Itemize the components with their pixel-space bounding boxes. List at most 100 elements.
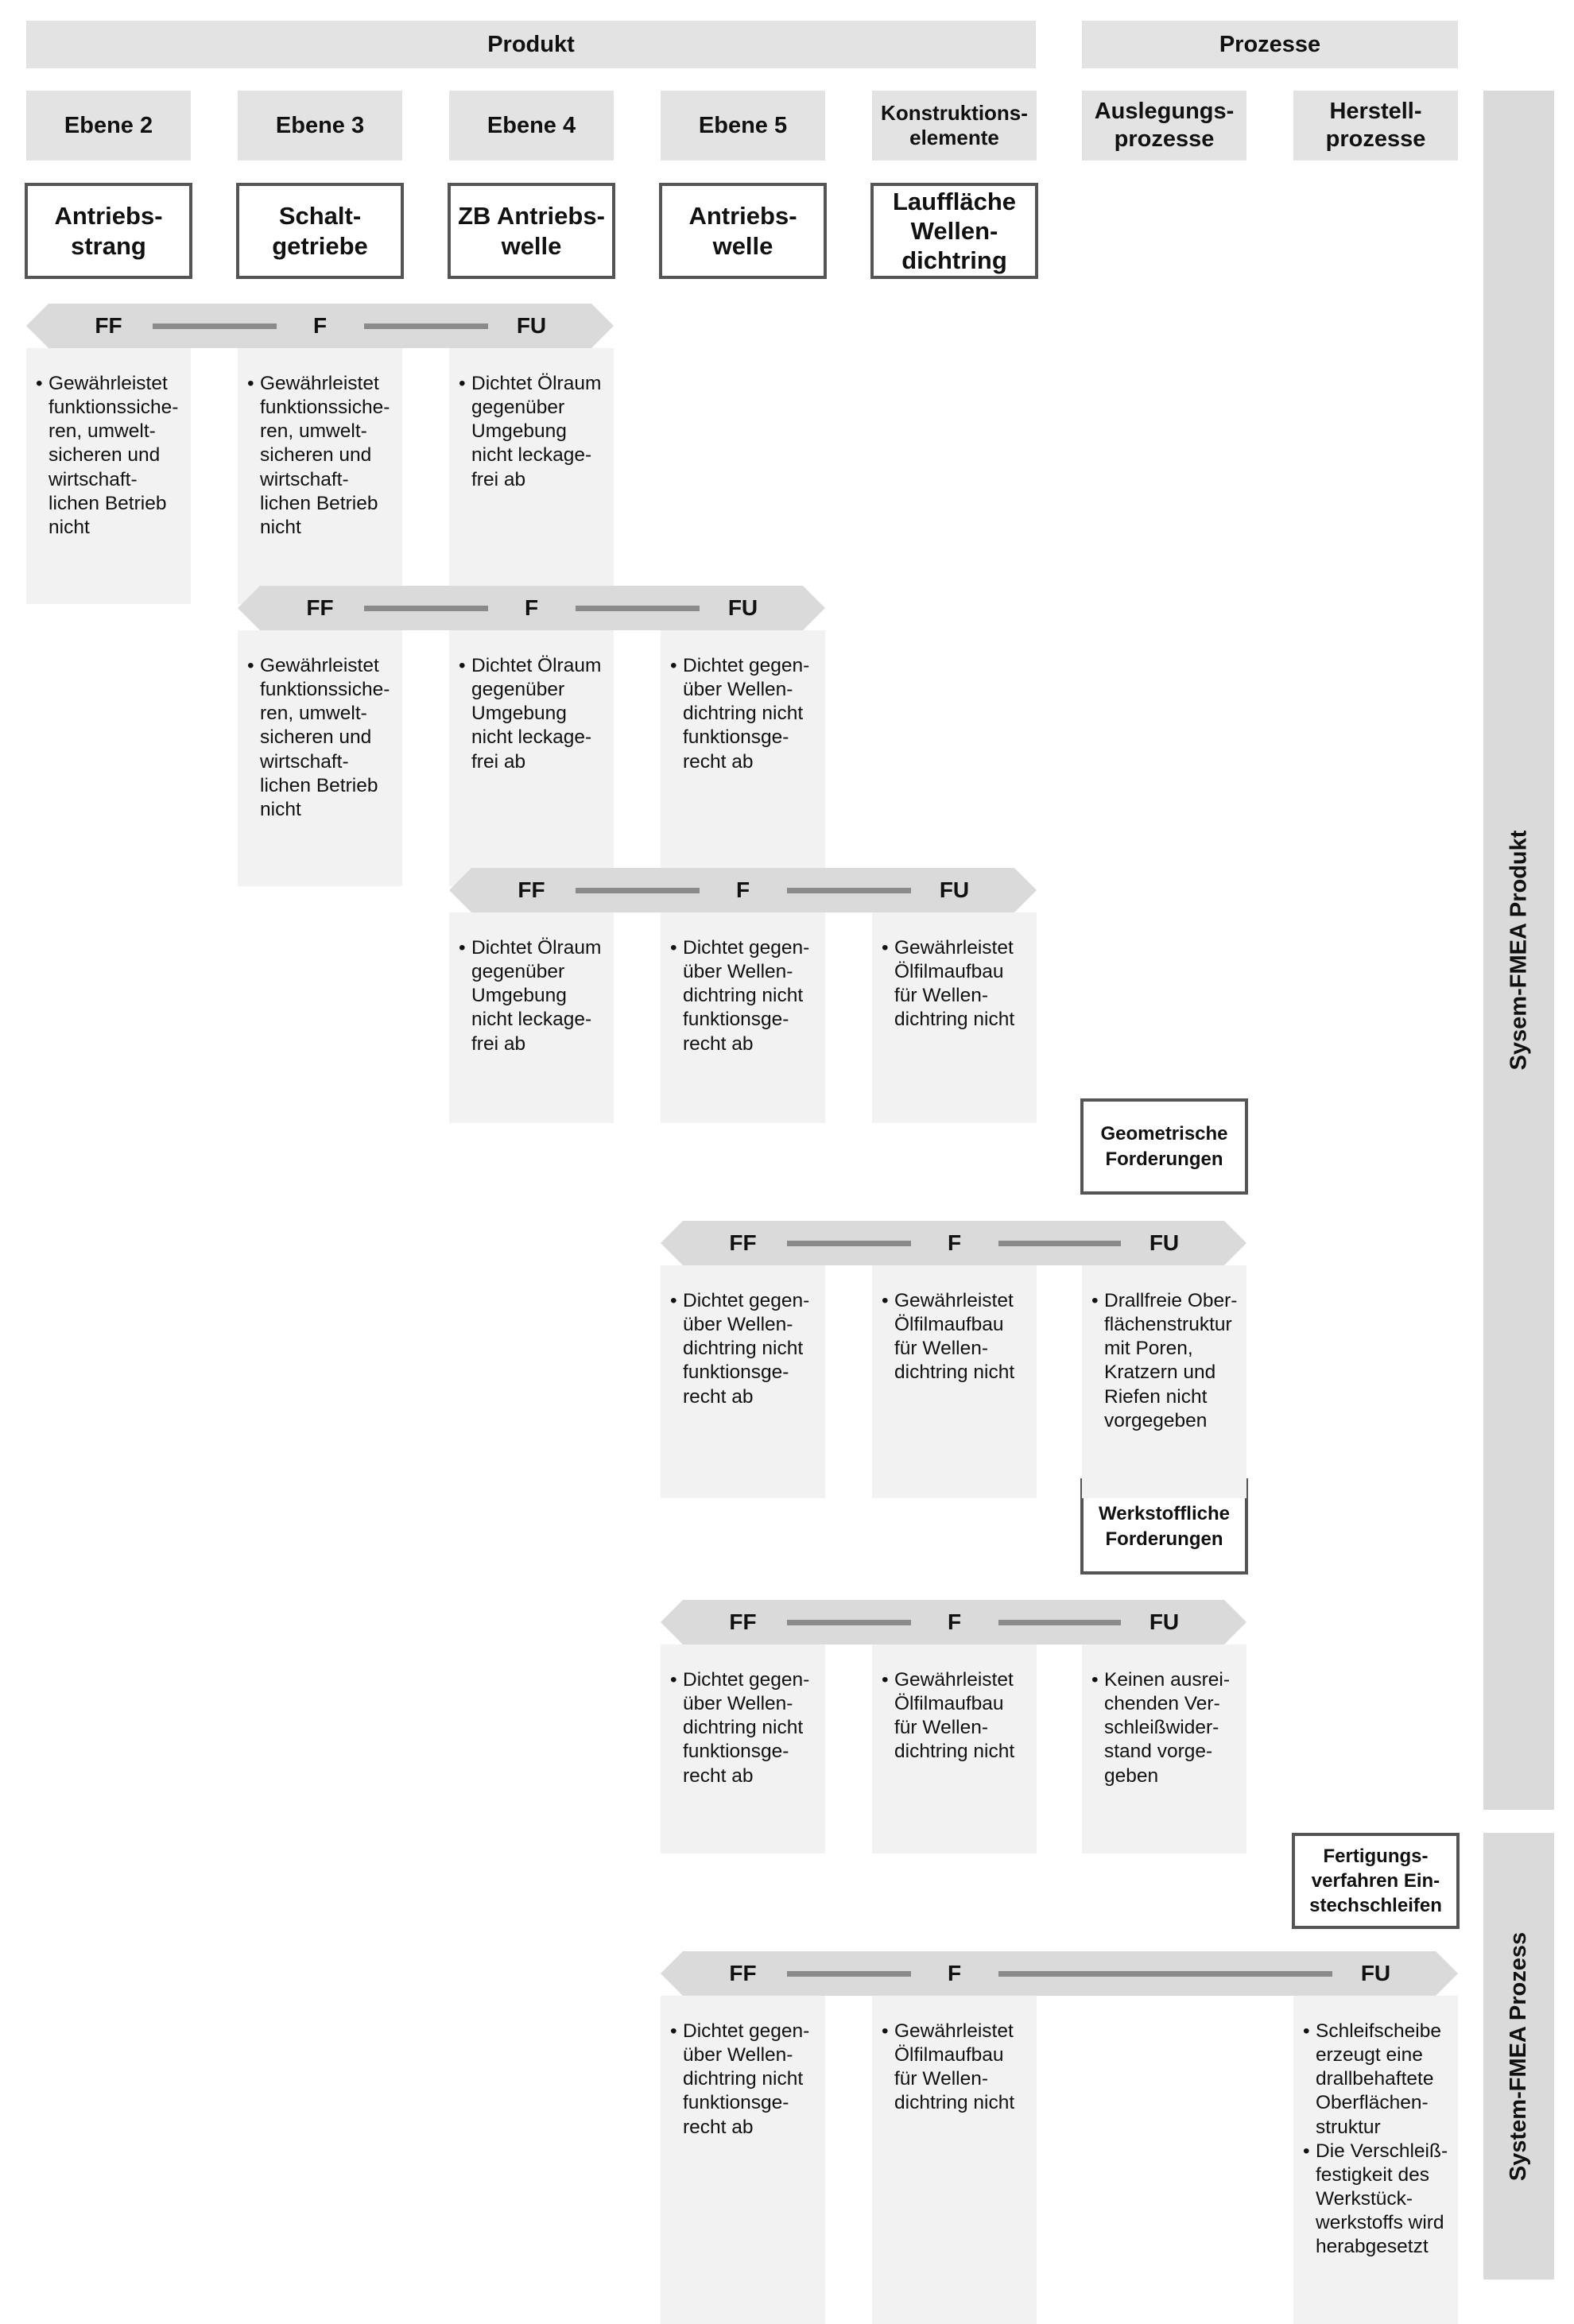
function-list: Dichtet Ölraum gegenüber Umgebung nicht … (459, 936, 607, 1056)
node-antriebsstrang: Antriebs- strang (25, 183, 192, 279)
side-label-produkt-text: Sysem-FMEA Produkt (1506, 830, 1531, 1071)
label-ff: FF (518, 877, 545, 902)
label-ff: FF (729, 1230, 757, 1255)
side-label-system-fmea-produkt: Sysem-FMEA Produkt (1483, 91, 1554, 1810)
label-fu: FU (1360, 1961, 1391, 1985)
node-schaltgetriebe: Schalt- getriebe (236, 183, 404, 279)
label-ff: FF (729, 1961, 757, 1985)
function-list: Dichtet Ölraum gegenüber Umgebung nicht … (459, 372, 607, 492)
header-prozesse: Prozesse (1082, 21, 1458, 68)
level-ebene-4: Ebene 4 (449, 91, 614, 161)
level-herstellprozesse: Herstell- prozesse (1293, 91, 1458, 161)
function-list: Dichtet gegen- über Wellen- dichtring ni… (670, 936, 819, 1056)
label-fu: FU (516, 313, 547, 338)
function-list: Dichtet gegen- über Wellen- dichtring ni… (670, 2020, 819, 2140)
function-list: Dichtet gegen- über Wellen- dichtring ni… (670, 1289, 819, 1409)
label-fu: FU (939, 877, 970, 902)
header-produkt: Produkt (26, 21, 1036, 68)
req-geometrische-forderungen: Geometrische Forderungen (1080, 1098, 1248, 1195)
function-cell: Gewährleistet Ölfilmaufbau für Wellen- d… (872, 1265, 1037, 1498)
label-f: F (735, 877, 750, 902)
function-cell: Dichtet gegen- über Wellen- dichtring ni… (661, 630, 825, 886)
function-cell: Schleifscheibe erzeugt eine drallbehafte… (1293, 1996, 1458, 2324)
function-list: Gewährleistet funktionssiche- ren, umwel… (36, 372, 184, 540)
function-item: Gewährleistet Ölfilmaufbau für Wellen- d… (882, 1289, 1030, 1385)
function-item: Schleifscheibe erzeugt eine drallbehafte… (1303, 2020, 1452, 2140)
label-f: F (947, 1961, 962, 1985)
level-ebene-2: Ebene 2 (26, 91, 191, 161)
function-item: Gewährleistet Ölfilmaufbau für Wellen- d… (882, 1668, 1030, 1764)
function-item: Keinen ausrei- chenden Ver- schleißwider… (1091, 1668, 1240, 1788)
function-list: Gewährleistet Ölfilmaufbau für Wellen- d… (882, 1668, 1030, 1764)
function-list: Schleifscheibe erzeugt eine drallbehafte… (1303, 2020, 1452, 2259)
function-item: Die Verschleiß- festigkeit des Werkstück… (1303, 2140, 1452, 2260)
function-list: Gewährleistet Ölfilmaufbau für Wellen- d… (882, 2020, 1030, 2116)
function-item: Dichtet gegen- über Wellen- dichtring ni… (670, 654, 819, 774)
label-ff: FF (95, 313, 122, 338)
function-item: Dichtet Ölraum gegenüber Umgebung nicht … (459, 936, 607, 1056)
function-cell: Keinen ausrei- chenden Ver- schleißwider… (1082, 1644, 1246, 1853)
function-item: Dichtet gegen- über Wellen- dichtring ni… (670, 936, 819, 1056)
band-connector-line (786, 1241, 911, 1246)
function-item: Gewährleistet funktionssiche- ren, umwel… (247, 654, 396, 822)
function-cell: Gewährleistet Ölfilmaufbau für Wellen- d… (872, 912, 1037, 1123)
label-f: F (947, 1230, 962, 1255)
function-list: Gewährleistet funktionssiche- ren, umwel… (247, 654, 396, 822)
label-f: F (524, 595, 539, 620)
band-connector-line (363, 606, 488, 611)
label-f: F (947, 1609, 962, 1634)
band-connector-line (786, 1971, 911, 1977)
function-list: Gewährleistet Ölfilmaufbau für Wellen- d… (882, 1289, 1030, 1385)
function-item: Dichtet gegen- über Wellen- dichtring ni… (670, 2020, 819, 2140)
band-connector-line (998, 1971, 1332, 1977)
level-konstruktionselemente: Konstruktions- elemente (872, 91, 1037, 161)
function-cell: Dichtet Ölraum gegenüber Umgebung nicht … (449, 630, 614, 886)
function-cell: Gewährleistet Ölfilmaufbau für Wellen- d… (872, 1644, 1037, 1853)
function-list: Dichtet gegen- über Wellen- dichtring ni… (670, 1668, 819, 1788)
label-fu: FU (1149, 1230, 1180, 1255)
function-list: Drallfreie Ober- flächenstruktur mit Por… (1091, 1289, 1240, 1433)
function-item: Dichtet Ölraum gegenüber Umgebung nicht … (459, 654, 607, 774)
function-item: Drallfreie Ober- flächenstruktur mit Por… (1091, 1289, 1240, 1433)
band-connector-line (575, 606, 700, 611)
function-list: Dichtet Ölraum gegenüber Umgebung nicht … (459, 654, 607, 774)
side-label-system-fmea-prozess: System-FMEA Prozess (1483, 1833, 1554, 2279)
function-cell: Dichtet gegen- über Wellen- dichtring ni… (661, 1644, 825, 1853)
req-fertigungsverfahren: Fertigungs- verfahren Ein- stechschleife… (1292, 1833, 1460, 1929)
function-item: Dichtet gegen- über Wellen- dichtring ni… (670, 1668, 819, 1788)
label-f: F (312, 313, 328, 338)
label-ff: FF (306, 595, 334, 620)
function-list: Dichtet gegen- über Wellen- dichtring ni… (670, 654, 819, 774)
function-item: Gewährleistet funktionssiche- ren, umwel… (36, 372, 184, 540)
function-cell: Dichtet gegen- über Wellen- dichtring ni… (661, 1265, 825, 1498)
function-list: Gewährleistet Ölfilmaufbau für Wellen- d… (882, 936, 1030, 1032)
node-antriebswelle: Antriebs- welle (659, 183, 827, 279)
band-connector-line (998, 1620, 1121, 1625)
level-ebene-3: Ebene 3 (238, 91, 402, 161)
label-ff: FF (729, 1609, 757, 1634)
function-item: Dichtet gegen- über Wellen- dichtring ni… (670, 1289, 819, 1409)
function-cell: Dichtet Ölraum gegenüber Umgebung nicht … (449, 912, 614, 1123)
band-connector-line (786, 1620, 911, 1625)
function-cell: Dichtet Ölraum gegenüber Umgebung nicht … (449, 348, 614, 604)
function-list: Gewährleistet funktionssiche- ren, umwel… (247, 372, 396, 540)
function-cell: Gewährleistet funktionssiche- ren, umwel… (238, 630, 402, 886)
function-list: Keinen ausrei- chenden Ver- schleißwider… (1091, 1668, 1240, 1788)
side-label-prozess-text: System-FMEA Prozess (1506, 1931, 1532, 2181)
function-cell: Gewährleistet Ölfilmaufbau für Wellen- d… (872, 1996, 1037, 2324)
function-item: Gewährleistet Ölfilmaufbau für Wellen- d… (882, 936, 1030, 1032)
function-cell: Dichtet gegen- über Wellen- dichtring ni… (661, 1996, 825, 2324)
label-fu: FU (727, 595, 758, 620)
band-connector-line (998, 1241, 1121, 1246)
function-cell: Gewährleistet funktionssiche- ren, umwel… (238, 348, 402, 604)
function-item: Gewährleistet Ölfilmaufbau für Wellen- d… (882, 2020, 1030, 2116)
band-connector-line (786, 888, 911, 893)
function-cell: Gewährleistet funktionssiche- ren, umwel… (26, 348, 191, 604)
function-cell: Dichtet gegen- über Wellen- dichtring ni… (661, 912, 825, 1123)
function-cell: Drallfreie Ober- flächenstruktur mit Por… (1082, 1265, 1246, 1498)
